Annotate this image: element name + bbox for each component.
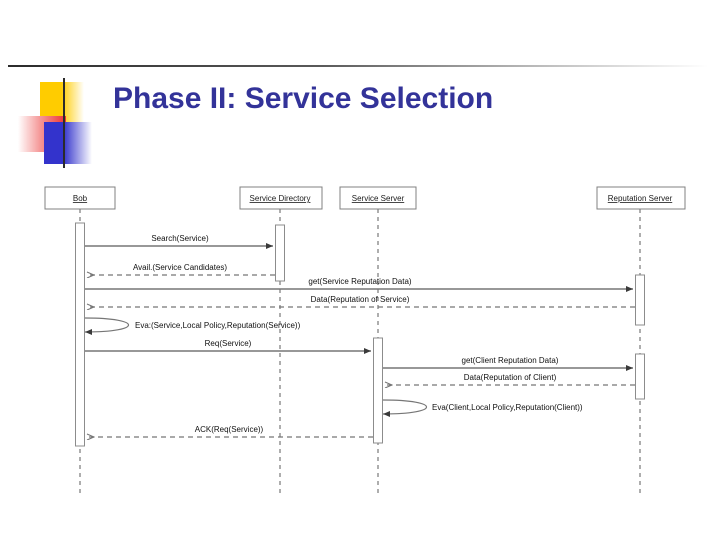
messages-layer: Search(Service) Avail.(Service Candidates…	[84, 234, 635, 437]
message-arrow-m5[interactable]	[84, 317, 130, 335]
activation-bar-server-2	[373, 337, 383, 444]
lifelines-layer	[79, 209, 641, 497]
activation-bar-reputation-4	[635, 353, 645, 400]
sequence-diagram: Search(Service) Avail.(Service Candidates…	[0, 175, 720, 510]
message-label-m8: Data(Reputation of Client)	[464, 373, 557, 382]
message-label-m1: Search(Service)	[151, 234, 209, 243]
message-label-m10: ACK(Req(Service))	[195, 425, 264, 434]
activation-bar-bob-0	[75, 222, 85, 447]
message-label-m3: get(Service Reputation Data)	[308, 277, 412, 286]
message-label-m5: Eva:(Service,Local Policy,Reputation(Ser…	[135, 321, 301, 330]
vertical-rule-decoration	[63, 78, 65, 168]
participant-box-server[interactable]	[339, 186, 417, 210]
message-label-m2: Avail.(Service Candidates)	[133, 263, 227, 272]
participant-label-reputation: Reputation Server	[608, 194, 673, 203]
message-label-m6: Req(Service)	[205, 339, 252, 348]
participant-label-bob: Bob	[73, 194, 88, 203]
participant-label-server: Service Server	[352, 194, 405, 203]
participant-label-directory: Service Directory	[250, 194, 311, 203]
page-title: Phase II: Service Selection	[113, 82, 494, 115]
participant-box-bob[interactable]	[44, 186, 116, 210]
participant-box-reputation[interactable]	[596, 186, 686, 210]
participant-box-directory[interactable]	[239, 186, 323, 210]
message-arrow-m9[interactable]	[382, 399, 428, 417]
activations-layer	[75, 222, 645, 447]
activation-bar-directory-1	[275, 224, 285, 282]
participant-headers-layer: Bob Service Directory Service Server Reputa…	[44, 186, 686, 210]
message-label-m9: Eva(Client,Local Policy,Reputation(Clien…	[432, 403, 583, 412]
sequence-diagram-canvas: Search(Service) Avail.(Service Candidates…	[44, 186, 686, 497]
slide-title-band: Phase II: Service Selection	[0, 0, 720, 175]
activation-bar-reputation-3	[635, 274, 645, 326]
decorative-squares-graphic	[18, 78, 114, 168]
message-label-m4: Data(Reputation of Service)	[311, 295, 410, 304]
horizontal-rule-decoration	[8, 65, 708, 67]
blue-square-decoration	[44, 122, 92, 164]
message-label-m7: get(Client Reputation Data)	[462, 356, 559, 365]
